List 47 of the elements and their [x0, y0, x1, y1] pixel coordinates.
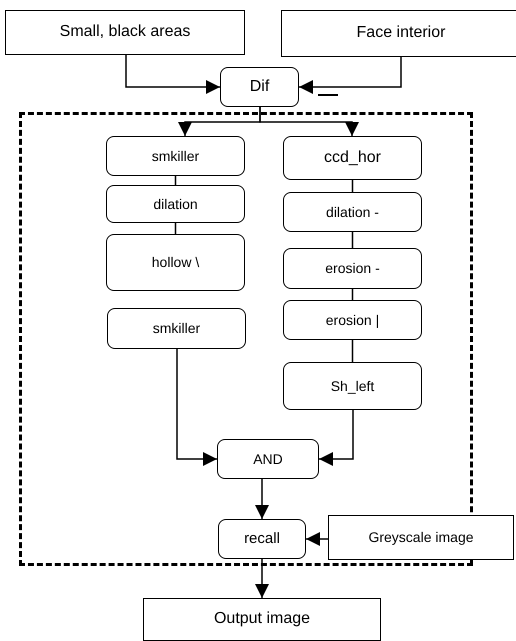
box-label: Face interior	[356, 23, 446, 44]
box-label: Greyscale image	[368, 528, 474, 547]
process-box	[217, 439, 319, 479]
box-label: Dif	[250, 76, 270, 97]
box-label: AND	[253, 450, 283, 468]
box-label: dilation	[153, 194, 198, 214]
connector-line	[352, 180, 354, 192]
arrow	[125, 55, 220, 94]
box-label: Output image	[214, 609, 310, 630]
process-box	[220, 67, 299, 107]
box-label: recall	[244, 529, 280, 549]
arrow	[176, 349, 217, 466]
process-box	[283, 136, 422, 180]
box-label: smkiller	[152, 146, 200, 166]
box-label: Sh_left	[330, 376, 374, 396]
connector-line	[174, 176, 176, 185]
process-box	[106, 136, 245, 176]
process-box	[281, 10, 516, 57]
process-box	[283, 362, 422, 410]
process-box	[106, 185, 245, 223]
connector-line	[352, 289, 354, 300]
process-box	[283, 248, 422, 289]
arrow	[306, 532, 328, 546]
process-box	[328, 515, 514, 560]
arrow	[255, 479, 269, 519]
arrow	[259, 107, 359, 136]
box-label: Small, black areas	[60, 22, 190, 42]
arrow	[255, 559, 269, 598]
box-label: hollow \	[150, 253, 200, 272]
process-box	[106, 234, 245, 291]
process-box	[218, 519, 306, 559]
box-label: smkiller	[152, 319, 200, 338]
process-box	[5, 10, 245, 55]
box-label: ccd_hor	[324, 148, 381, 168]
process-box	[143, 598, 381, 641]
process-box	[283, 300, 422, 340]
arrow	[299, 57, 402, 94]
box-label: dilation -	[326, 202, 379, 222]
box-label: erosion |	[326, 310, 380, 330]
box-label: erosion -	[325, 259, 380, 278]
process-box	[283, 192, 422, 232]
connector-line	[352, 340, 354, 362]
connector-line	[352, 232, 354, 248]
connector-line	[174, 223, 176, 234]
arrow	[319, 410, 354, 466]
process-box	[107, 308, 246, 349]
dashed-group-box	[19, 112, 473, 566]
